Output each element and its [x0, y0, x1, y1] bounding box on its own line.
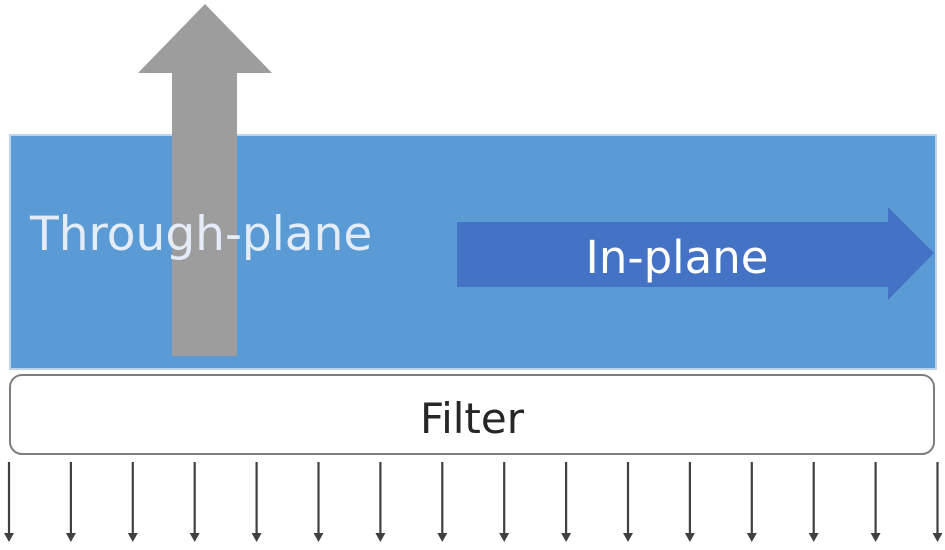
flow-arrow-head — [684, 533, 695, 542]
flow-arrow-head — [623, 533, 633, 542]
flow-arrows — [4, 462, 943, 542]
in-plane-arrow — [457, 207, 934, 300]
through-plane-arrow — [138, 4, 272, 356]
in-plane-label: In-plane — [586, 231, 769, 284]
flow-arrow-head — [65, 533, 76, 542]
flow-arrow-head — [870, 533, 881, 542]
flow-arrow-head — [932, 533, 943, 542]
flow-arrow-head — [437, 533, 448, 542]
flow-arrow-head — [251, 533, 262, 542]
flow-arrow-head — [189, 533, 200, 542]
flow-arrow-head — [375, 533, 386, 542]
flow-arrow-head — [808, 533, 819, 542]
flow-arrow-head — [127, 533, 138, 542]
flow-arrow-head — [313, 533, 324, 542]
filter-label: Filter — [420, 394, 525, 443]
flow-arrow-head — [561, 533, 572, 542]
flow-arrow-head — [4, 533, 14, 542]
through-plane-label: Through-plane — [29, 207, 372, 262]
flow-arrow-head — [746, 533, 757, 542]
filter-box — [9, 374, 935, 455]
flow-arrow-head — [499, 533, 510, 542]
